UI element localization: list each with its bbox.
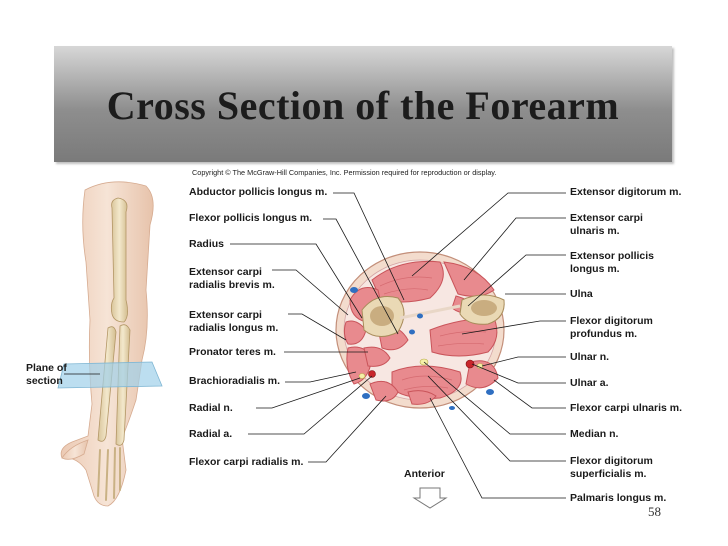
label-extensor-carpi-ulnaris: Extensor carpi ulnaris m. (570, 212, 643, 237)
interosseous-membrane (399, 304, 461, 320)
thumb (61, 439, 89, 460)
flexor-digitorum-superficialis-muscle (391, 365, 462, 399)
anterior-arrow (412, 487, 448, 509)
label-ulnar-artery: Ulnar a. (570, 377, 609, 389)
label-flexor-digitorum-superficialis: Flexor digitorum superficialis m. (570, 455, 653, 480)
plane-of-section (57, 361, 163, 389)
label-palmaris-longus: Palmaris longus m. (570, 492, 667, 504)
radius-cross-section (361, 296, 405, 337)
label-radial-nerve: Radial n. (189, 402, 233, 414)
label-radius: Radius (189, 238, 225, 250)
radial-artery-dot (368, 370, 376, 378)
extensor-carpi-radialis-longus-muscle (343, 320, 367, 345)
label-flexor-carpi-ulnaris: Flexor carpi ulnaris m. (570, 402, 683, 414)
label-extensor-carpi-radialis-longus: Extensor carpi radialis longus m. (189, 309, 279, 334)
label-ulna: Ulna (570, 288, 593, 300)
ulna-cross-section (459, 294, 505, 325)
radial-nerve-dot (358, 373, 366, 379)
label-extensor-digitorum: Extensor digitorum m. (570, 186, 682, 198)
label-flexor-pollicis-longus: Flexor pollicis longus m. (189, 212, 313, 224)
label-ulnar-nerve: Ulnar n. (570, 351, 610, 363)
humerus-bone (110, 197, 128, 323)
label-abductor-pollicis-longus: Abductor pollicis longus m. (189, 186, 328, 198)
extensor-carpi-ulnaris-muscle (443, 261, 495, 297)
muscle-striations (379, 276, 487, 391)
label-brachioradialis: Brachioradialis m. (189, 375, 281, 387)
label-extensor-carpi-radialis-brevis: Extensor carpi radialis brevis m. (189, 266, 275, 291)
label-flexor-digitorum-profundus: Flexor digitorum profundus m. (570, 315, 653, 340)
flexor-carpi-ulnaris-muscle (465, 360, 499, 389)
label-extensor-pollicis-longus: Extensor pollicis longus m. (570, 250, 655, 275)
label-radial-artery: Radial a. (189, 428, 233, 440)
arm-illustration (57, 181, 163, 507)
palmaris-longus-muscle (407, 390, 437, 405)
label-pronator-teres: Pronator teres m. (189, 346, 276, 358)
page-number: 58 (648, 504, 661, 519)
leader-lines (64, 192, 566, 499)
title-banner: Cross Section of the Forearm (54, 46, 672, 162)
flexor-digitorum-profundus-muscle (429, 317, 498, 357)
label-anterior: Anterior (404, 468, 445, 480)
label-flexor-carpi-radialis: Flexor carpi radialis m. (189, 456, 304, 468)
label-plane-of-section: Plane of section (26, 362, 67, 387)
label-median-nerve: Median n. (570, 428, 619, 440)
cross-section (335, 251, 505, 410)
ulnar-artery-dot (465, 359, 475, 369)
vessels-nerves (350, 287, 494, 410)
slide-title: Cross Section of the Forearm (106, 83, 620, 128)
hand-bones (97, 447, 121, 501)
pronator-teres-muscle (363, 346, 391, 367)
copyright-notice: Copyright © The McGraw-Hill Companies, I… (192, 168, 497, 177)
